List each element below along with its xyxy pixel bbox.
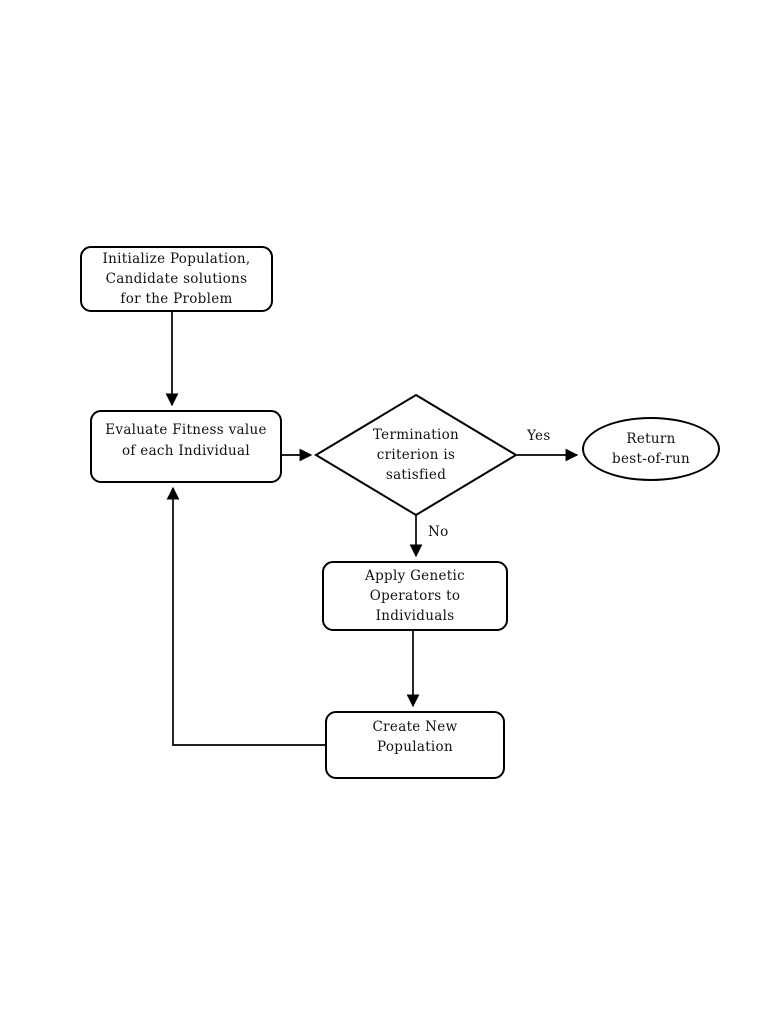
- node-text-line: Apply Genetic: [365, 567, 465, 584]
- node-create-new-population: Create New Population: [325, 711, 505, 779]
- node-text-line: Individuals: [375, 608, 455, 625]
- node-text-line: of each Individual: [121, 442, 251, 459]
- edge-label-yes: Yes: [527, 428, 551, 444]
- node-text-line: criterion is: [376, 446, 456, 463]
- node-text-line: Candidate solutions: [105, 270, 248, 287]
- node-apply-genetic-operators: Apply Genetic Operators to Individuals: [322, 561, 508, 631]
- node-evaluate-fitness: Evaluate Fitness value of each Individua…: [90, 410, 282, 483]
- node-text-line: Create New: [372, 718, 458, 735]
- node-text-line: for the Problem: [120, 291, 233, 308]
- node-text-line: Population: [377, 739, 453, 755]
- node-text-line: satisfied: [385, 467, 447, 484]
- decision-diamond-shape: [314, 393, 518, 517]
- edge-label-no: No: [428, 524, 449, 540]
- node-initialize-population: Initialize Population, Candidate solutio…: [80, 246, 273, 312]
- node-text-line: Operators to: [369, 587, 461, 604]
- node-text-line: Evaluate Fitness value: [105, 422, 267, 439]
- edge-create-to-evaluate-feedback: [166, 486, 325, 746]
- node-text-line: Termination: [372, 426, 460, 443]
- node-text-line: best-of-run: [612, 451, 690, 467]
- node-return-best-of-run: Return best-of-run: [582, 417, 720, 481]
- node-text-line: Return: [626, 430, 676, 447]
- decision-diamond-label: Termination criterion is satisfied: [314, 393, 518, 517]
- node-text-line: Initialize Population,: [102, 250, 251, 267]
- node-termination-criterion: Termination criterion is satisfied: [314, 393, 518, 517]
